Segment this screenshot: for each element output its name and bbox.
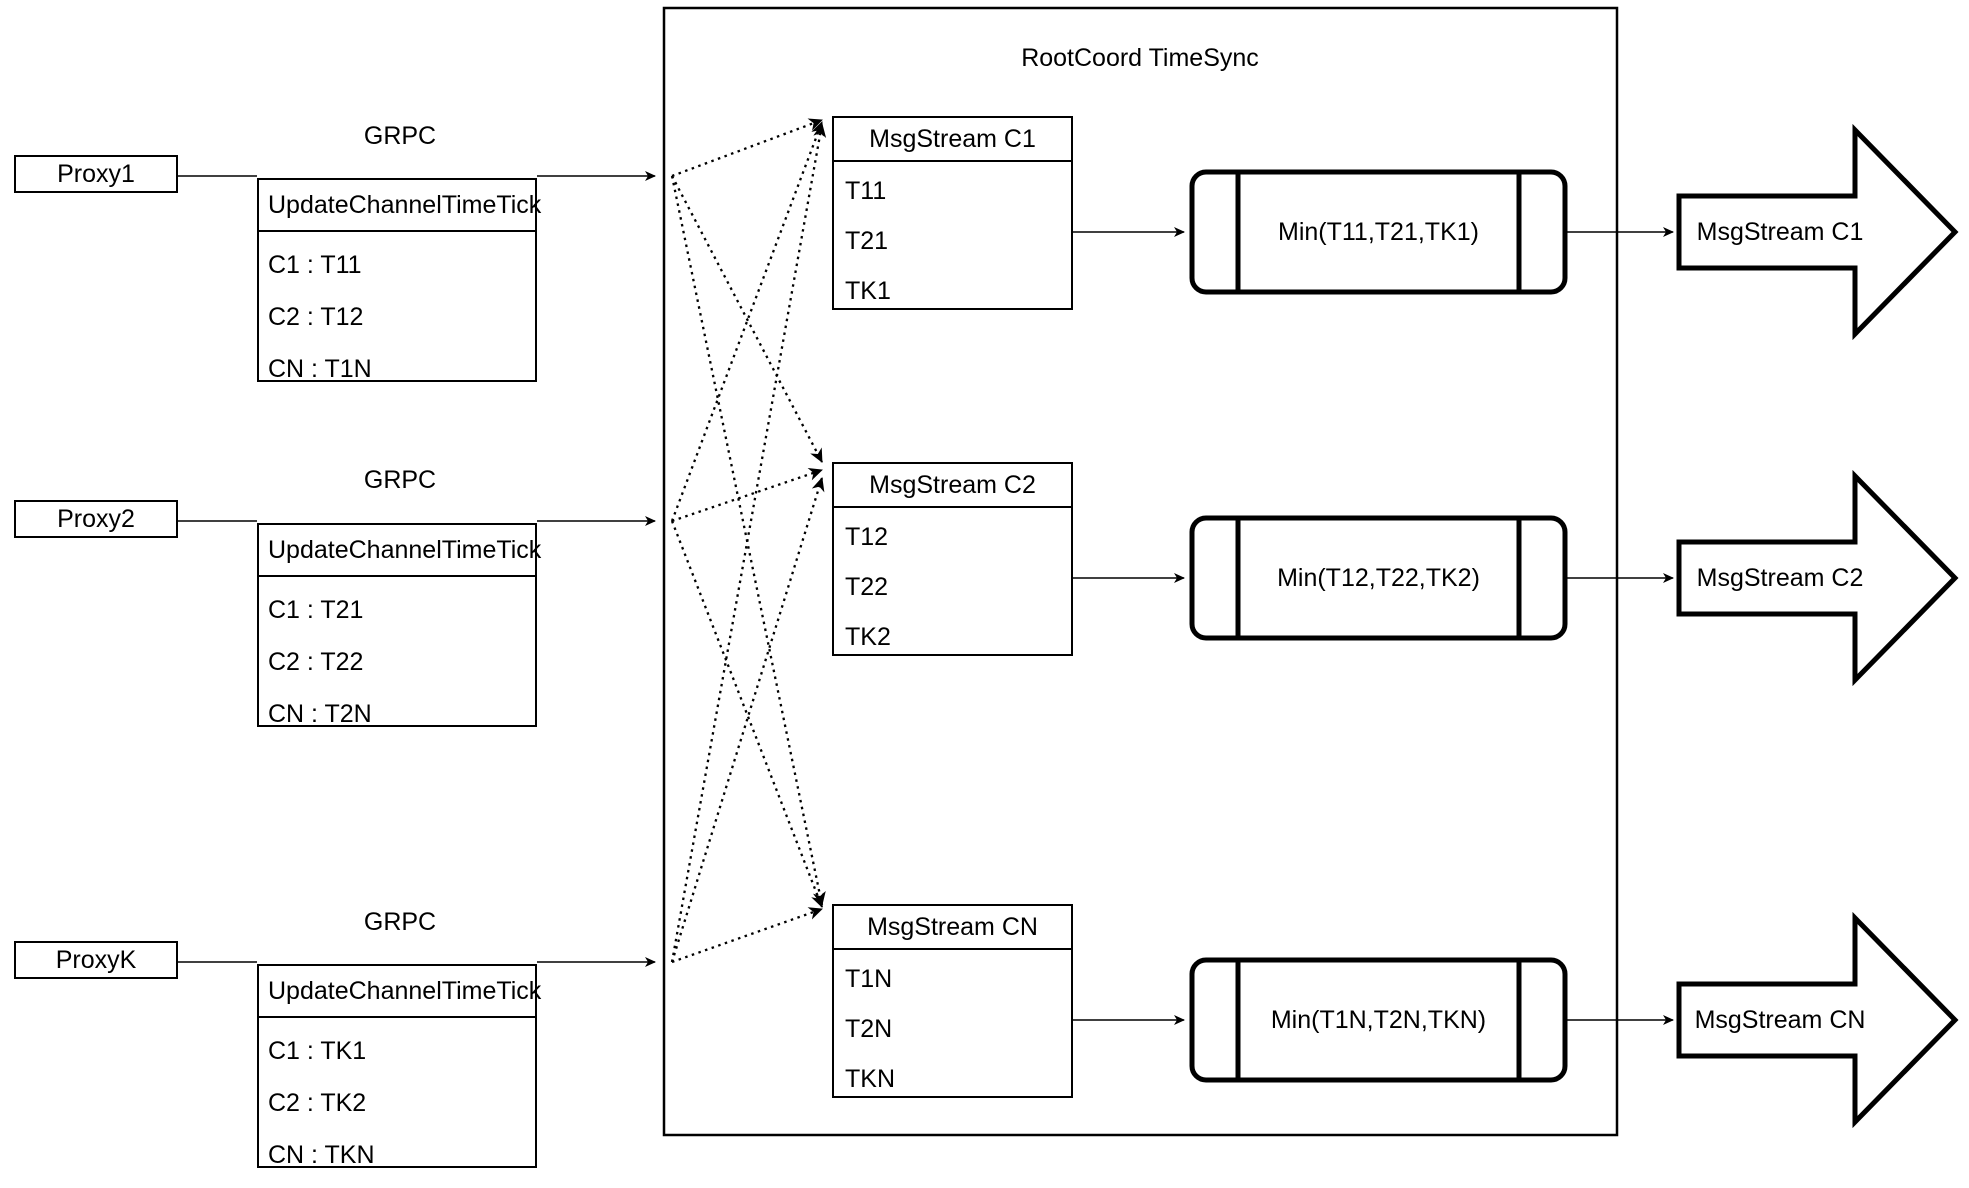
- msgstream-item: T1N: [845, 965, 893, 993]
- update-channel-timetick-box-3: UpdateChannelTimeTick C1 : TK1 C2 : TK2 …: [257, 964, 541, 1169]
- timetick-entry: C1 : T11: [268, 251, 362, 279]
- min-node-label-1: Min(T11,T21,TK1): [1278, 217, 1479, 246]
- update-channel-timetick-box-2: UpdateChannelTimeTick C1 : T21 C2 : T22 …: [257, 523, 541, 728]
- update-channel-timetick-entries-3: C1 : TK1 C2 : TK2 CN : TKN: [259, 1018, 535, 1169]
- min-node-label-2: Min(T12,T22,TK2): [1277, 563, 1480, 592]
- msgstream-items-3: T1N T2N TKN: [834, 950, 1071, 1096]
- output-msgstream-label-3: MsgStream CN: [1694, 1005, 1866, 1034]
- msgstream-box-1: MsgStream C1 T11 T21 TK1: [832, 116, 1073, 310]
- timetick-entry: C1 : T21: [268, 596, 364, 624]
- update-channel-timetick-title-3: UpdateChannelTimeTick: [259, 966, 541, 1018]
- proxy-box-3[interactable]: ProxyK: [14, 941, 178, 979]
- msgstream-item: T12: [845, 523, 889, 551]
- msgstream-title-3: MsgStream CN: [834, 906, 1071, 950]
- msgstream-item: TKN: [845, 1065, 895, 1093]
- update-channel-timetick-box-1: UpdateChannelTimeTick C1 : T11 C2 : T12 …: [257, 178, 541, 383]
- msgstream-title-1: MsgStream C1: [834, 118, 1071, 162]
- msgstream-item: T11: [845, 177, 887, 205]
- output-msgstream-label-2: MsgStream C2: [1696, 563, 1864, 592]
- proxy-box-2[interactable]: Proxy2: [14, 500, 178, 538]
- timetick-entry: CN : T1N: [268, 355, 372, 383]
- grpc-label-row-3: GRPC: [363, 908, 437, 936]
- msgstream-box-2: MsgStream C2 T12 T22 TK2: [832, 462, 1073, 656]
- timetick-entry: CN : T2N: [268, 700, 372, 728]
- timetick-entry: C2 : T12: [268, 303, 364, 331]
- timetick-entry: C2 : T22: [268, 648, 364, 676]
- msgstream-items-2: T12 T22 TK2: [834, 508, 1071, 654]
- msgstream-item: TK1: [845, 277, 891, 305]
- update-channel-timetick-title-1: UpdateChannelTimeTick: [259, 180, 541, 232]
- msgstream-title-2: MsgStream C2: [834, 464, 1071, 508]
- timetick-entry: CN : TKN: [268, 1141, 375, 1169]
- msgstream-items-1: T11 T21 TK1: [834, 162, 1071, 308]
- update-channel-timetick-entries-1: C1 : T11 C2 : T12 CN : T1N: [259, 232, 535, 383]
- min-node-label-3: Min(T1N,T2N,TKN): [1270, 1005, 1487, 1034]
- proxy-box-1[interactable]: Proxy1: [14, 155, 178, 193]
- timetick-entry: C2 : TK2: [268, 1089, 367, 1117]
- update-channel-timetick-title-2: UpdateChannelTimeTick: [259, 525, 541, 577]
- msgstream-item: T21: [845, 227, 889, 255]
- msgstream-item: T2N: [845, 1015, 893, 1043]
- msgstream-item: T22: [845, 573, 889, 601]
- timetick-entry: C1 : TK1: [268, 1037, 367, 1065]
- rootcoord-container-title: RootCoord TimeSync: [1021, 44, 1259, 72]
- grpc-label-row-1: GRPC: [363, 122, 437, 150]
- output-block-arrow-shapes: [1676, 123, 1959, 1129]
- msgstream-box-3: MsgStream CN T1N T2N TKN: [832, 904, 1073, 1098]
- update-channel-timetick-entries-2: C1 : T21 C2 : T22 CN : T2N: [259, 577, 535, 728]
- msgstream-item: TK2: [845, 623, 891, 651]
- output-msgstream-label-1: MsgStream C1: [1696, 217, 1864, 246]
- grpc-label-row-2: GRPC: [363, 466, 437, 494]
